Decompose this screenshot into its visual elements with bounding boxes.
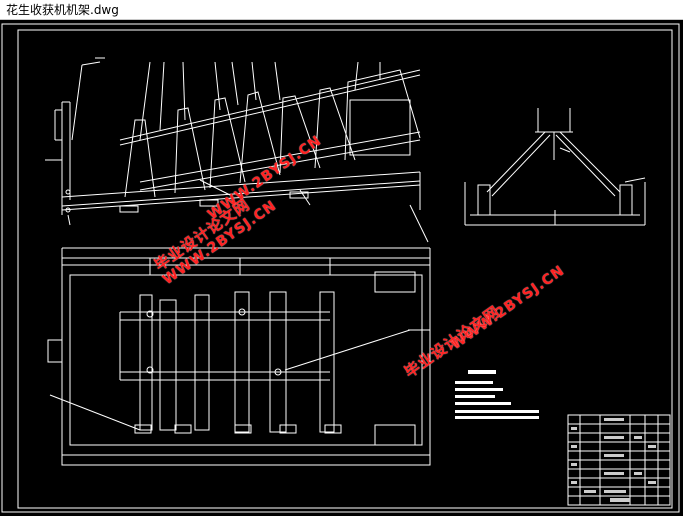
end-view: [464, 108, 646, 226]
window-title: 花生收获机机架.dwg: [6, 3, 119, 17]
drawing-inner-border: [17, 29, 673, 509]
technical-notes: [455, 370, 539, 419]
drawing-outer-border: [1, 23, 680, 513]
window-titlebar: 花生收获机机架.dwg: [0, 0, 683, 20]
cad-drawing-canvas[interactable]: 毕业设计论文网 WWW.2BYSJ.CN WWW.2BYSJ.CN 毕业设计论文…: [0, 20, 683, 516]
title-block-text-marks: [571, 418, 656, 502]
cad-drawing: [1, 23, 680, 513]
plan-view: [47, 179, 431, 466]
title-block: [567, 414, 671, 506]
side-view: [45, 57, 429, 243]
